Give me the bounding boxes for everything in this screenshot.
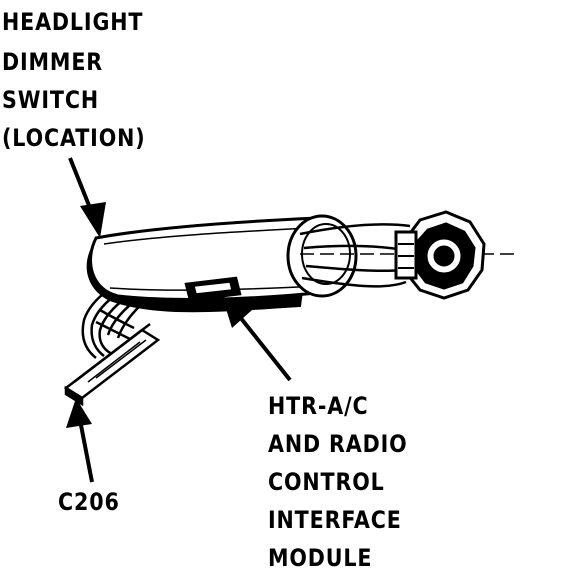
label-line: SWITCH — [2, 86, 99, 114]
arrow-htr-module — [222, 296, 292, 382]
label-line: MODULE — [268, 544, 373, 572]
label-line: AND RADIO — [268, 430, 408, 458]
arrow-c206 — [66, 398, 94, 483]
label-line: HEADLIGHT — [2, 8, 144, 36]
label-line: INTERFACE — [268, 506, 402, 534]
arrow-headlight-dimmer-switch — [68, 157, 106, 238]
steering-hub — [394, 210, 486, 300]
label-line: CONTROL — [268, 468, 385, 496]
htr-module-connector — [184, 276, 242, 302]
label-line: HTR-A/C — [268, 392, 369, 420]
c206-label: C206 — [58, 488, 120, 516]
column-end-opening — [286, 214, 358, 298]
c206-connector — [63, 323, 161, 407]
label-line: (LOCATION) — [2, 124, 146, 152]
label-line: DIMMER — [2, 48, 104, 76]
